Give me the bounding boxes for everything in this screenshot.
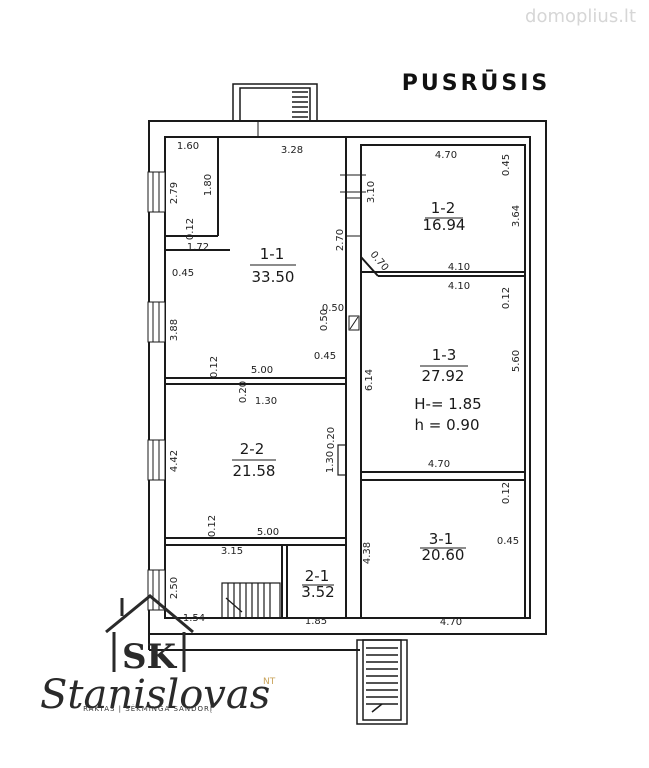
- dim-label: 4.70: [428, 459, 450, 470]
- dim-label: 0.50: [319, 309, 330, 331]
- dim-label: 4.38: [362, 542, 373, 564]
- room-1-3-height-big: H-= 1.85: [414, 395, 481, 413]
- dim-label: 4.42: [169, 450, 180, 472]
- dim-label: 0.20: [238, 381, 249, 403]
- room-2-2-area: 21.58: [233, 462, 276, 480]
- dim-label: 0.20: [326, 427, 337, 449]
- room-1-3-id: 1-3: [432, 346, 457, 364]
- room-1-2-area: 16.94: [423, 216, 466, 234]
- dim-label: 1.54: [183, 613, 205, 624]
- outer-walls: [148, 120, 547, 651]
- agency-logo: SK Stanislovas NT RAKTAS | SĖKMINGA SAND…: [40, 594, 276, 718]
- dim-label: 1.30: [255, 396, 277, 407]
- room-1-2-id: 1-2: [431, 199, 456, 217]
- dim-label: 4.70: [435, 150, 457, 161]
- vertical-dimension-labels: 2.79 1.80 0.12 2.70 3.10 0.45 3.64 0.70 …: [169, 154, 522, 599]
- dim-label: 1.30: [325, 451, 336, 473]
- top-entrance-stair: [232, 83, 318, 122]
- dim-label: 5.60: [511, 350, 522, 372]
- dim-label: 1.72: [187, 242, 209, 253]
- dim-label: 0.50: [322, 303, 344, 314]
- dim-label: 0.12: [207, 515, 218, 537]
- dim-label: 2.50: [169, 577, 180, 599]
- room-2-1-area: 3.52: [301, 583, 334, 601]
- room-2-2-id: 2-2: [240, 440, 265, 458]
- room-3-1-area: 20.60: [422, 546, 465, 564]
- dim-label: 0.45: [314, 351, 336, 362]
- interior-walls: [165, 136, 526, 618]
- dim-label: 0.12: [209, 356, 220, 378]
- logo-letters: SK: [122, 637, 178, 677]
- windows: [147, 171, 166, 611]
- logo-tagline: RAKTAS | SĖKMINGA SANDORĮ: [83, 704, 213, 713]
- dim-label: 5.00: [251, 365, 273, 376]
- room-1-1-area: 33.50: [252, 268, 295, 286]
- dim-label: 3.28: [281, 145, 303, 156]
- dim-label: 4.10: [448, 262, 470, 273]
- room-1-3-area: 27.92: [422, 367, 465, 385]
- dim-label: 2.70: [335, 229, 346, 251]
- dim-label: 5.00: [257, 527, 279, 538]
- dim-label: 3.64: [511, 205, 522, 227]
- dim-label: 0.70: [368, 249, 391, 273]
- dim-label: 0.45: [172, 268, 194, 279]
- door-swing-2-2: [337, 444, 347, 476]
- house-icon: [105, 594, 194, 672]
- dim-label: 2.79: [169, 182, 180, 204]
- dim-label: 3.15: [221, 546, 243, 557]
- logo-superscript: NT: [263, 677, 276, 687]
- room-1-1-id: 1-1: [260, 245, 285, 263]
- bottom-entrance-stair: [356, 639, 408, 725]
- dim-label: 0.45: [497, 536, 519, 547]
- dim-label: 3.88: [169, 319, 180, 341]
- watermark-text: domoplius.lt: [525, 6, 636, 27]
- dim-label: 0.45: [501, 154, 512, 176]
- dim-label: 1.85: [305, 616, 327, 627]
- door-openings: [257, 121, 366, 237]
- dim-label: 0.12: [501, 482, 512, 504]
- plan-title: PUSRŪSIS: [402, 70, 551, 96]
- room-1-3-height-small: h = 0.90: [414, 416, 479, 434]
- dim-label: 0.12: [501, 287, 512, 309]
- dim-label: 0.12: [185, 218, 196, 240]
- dimension-labels: 1.60 3.28 4.70 1.72 0.45 4.10 4.10 5.00 …: [172, 141, 519, 628]
- room-3-1-id: 3-1: [429, 530, 454, 548]
- logo-script-name: Stanislovas: [40, 672, 270, 718]
- dim-label: 1.80: [203, 174, 214, 196]
- dim-label: 3.10: [366, 181, 377, 203]
- dim-label: 4.10: [448, 281, 470, 292]
- dim-label: 6.14: [364, 369, 375, 391]
- chimney-marker: [348, 315, 360, 331]
- dim-label: 1.60: [177, 141, 199, 152]
- dim-label: 4.70: [440, 617, 462, 628]
- inner-stair: [221, 582, 281, 619]
- room-2-1-id: 2-1: [305, 567, 330, 585]
